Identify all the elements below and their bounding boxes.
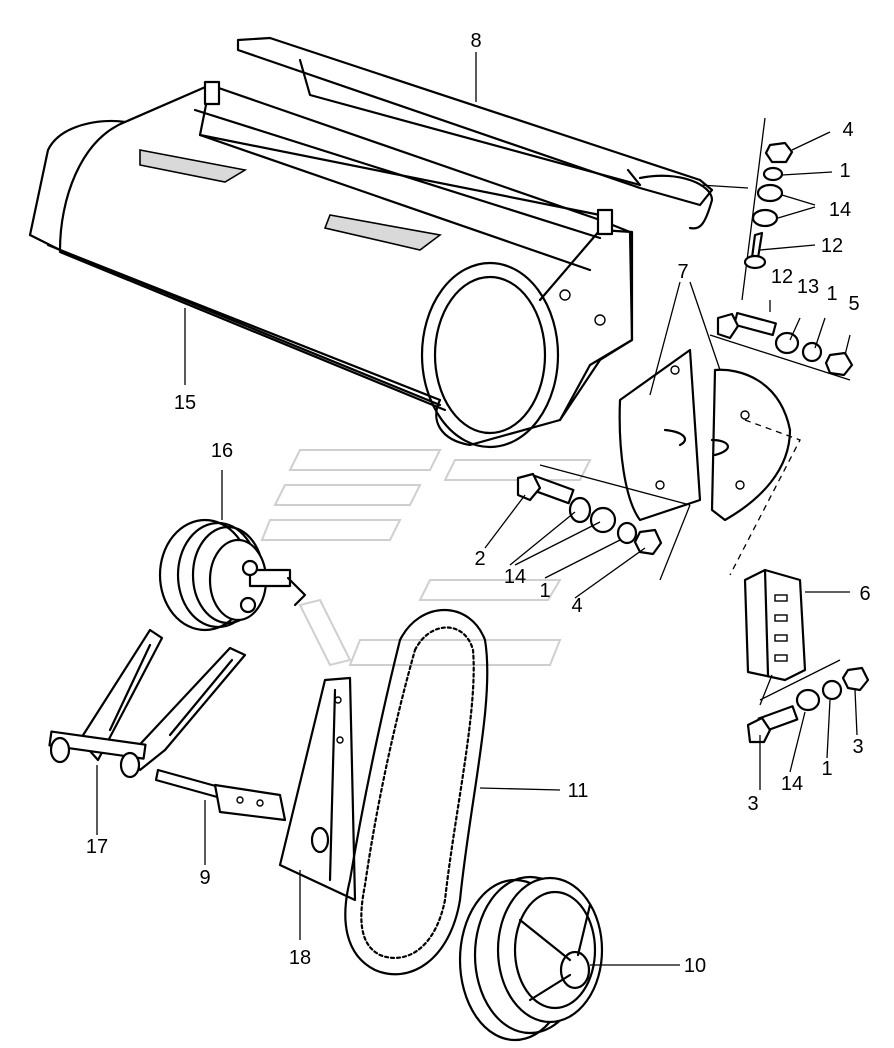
callout-1: 1	[821, 758, 832, 780]
callout-3: 3	[747, 793, 758, 815]
callout-4: 4	[842, 119, 853, 141]
callout-12: 12	[771, 266, 793, 288]
part-8-top-cover	[236, 36, 714, 230]
callout-1: 1	[539, 580, 550, 602]
callout-1: 1	[826, 283, 837, 305]
callout-3: 3	[852, 736, 863, 758]
callout-17: 17	[86, 836, 108, 858]
callout-9: 9	[199, 867, 210, 889]
callout-14: 14	[829, 199, 851, 221]
fasteners-lower-right	[746, 659, 870, 744]
callout-18: 18	[289, 947, 311, 969]
callout-7: 7	[677, 261, 688, 283]
fasteners-middle-right	[709, 311, 854, 381]
fasteners-upper-right	[699, 117, 794, 301]
callout-10: 10	[684, 955, 706, 977]
part-7-plates	[618, 348, 801, 576]
callout-8: 8	[470, 30, 481, 52]
callout-4: 4	[571, 595, 582, 617]
part-18-plate	[278, 676, 357, 902]
watermark-logo	[260, 449, 592, 667]
leader-lines	[96, 52, 858, 966]
callout-11: 11	[568, 780, 589, 802]
part-15-drum-housing	[28, 80, 634, 449]
callout-16: 16	[211, 440, 233, 462]
part-10-pulley	[458, 875, 604, 1042]
part-16-pulley	[158, 518, 307, 632]
fasteners-middle	[516, 464, 691, 581]
part-6-bracket	[743, 568, 807, 682]
callout-13: 13	[797, 276, 819, 298]
callout-15: 15	[174, 392, 196, 414]
part-9-rod	[154, 768, 287, 822]
callout-2: 2	[474, 548, 485, 570]
callout-14: 14	[781, 773, 803, 795]
callout-14: 14	[504, 566, 526, 588]
callout-labels: 8 4 1 14 12 7 12 13 1 5 15 16 2 14 1 4 6…	[86, 30, 871, 977]
callout-5: 5	[848, 293, 859, 315]
part-11-belt	[344, 608, 489, 976]
callout-6: 6	[859, 583, 870, 605]
callout-12: 12	[821, 235, 843, 257]
part-17-arms	[48, 628, 247, 779]
callout-1: 1	[839, 160, 850, 182]
